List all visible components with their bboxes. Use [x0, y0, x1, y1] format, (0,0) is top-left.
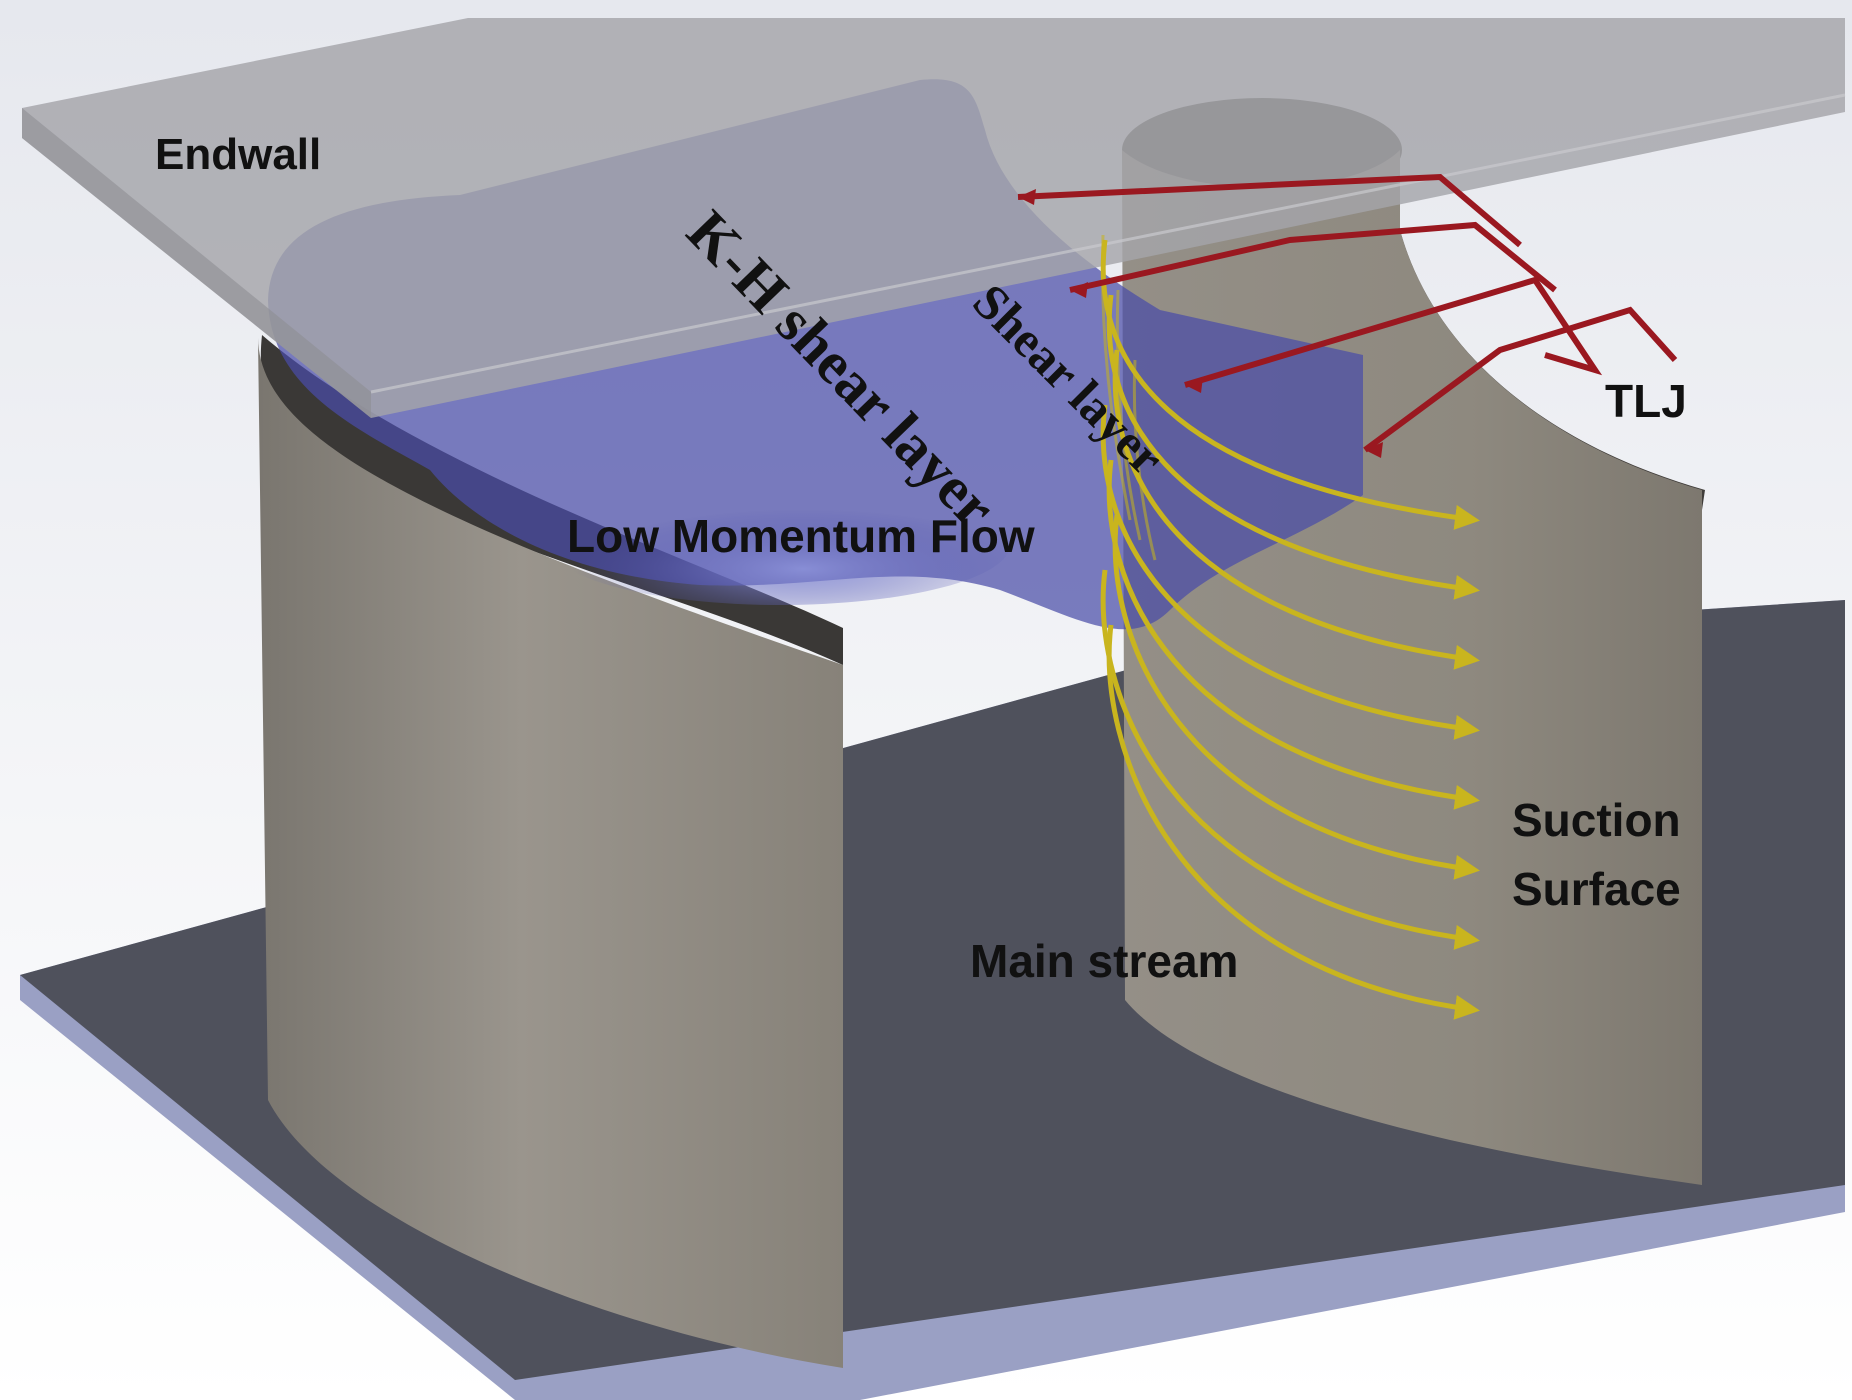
endwall-plate-edge	[22, 108, 371, 418]
tlj-arrowhead	[1185, 377, 1203, 393]
tlj-label: TLJ	[1605, 375, 1687, 427]
main-stream-arrow	[1112, 514, 1480, 880]
endwall-label: Endwall	[155, 130, 322, 179]
tlj-arrowhead	[1018, 189, 1036, 205]
endwall-plate-rim	[370, 93, 1846, 394]
tlj-arrow	[1184, 276, 1603, 388]
main-stream-arrow	[1106, 624, 1480, 1020]
suction-surface-label-line2: Surface	[1512, 863, 1681, 915]
main-stream-arrow	[1100, 239, 1480, 530]
main-stream-arrow	[1106, 294, 1480, 600]
main-stream-arrows	[1100, 239, 1480, 1020]
low-momentum-flow-highlight	[550, 485, 1010, 605]
main-stream-arrow	[1100, 569, 1480, 950]
suction-surface-label-line1: Suction	[1512, 794, 1681, 846]
tip-leakage-jet-arrows	[1017, 173, 1678, 458]
main-stream-arrow	[1112, 349, 1480, 670]
endwall-plate	[22, 18, 1845, 418]
tlj-arrowhead	[1365, 442, 1383, 458]
tlj-arrowhead	[1070, 282, 1088, 298]
tlj-arrow	[1069, 221, 1557, 293]
left-blade-pressure-surface	[258, 338, 843, 1368]
main-stream-arrow	[1106, 459, 1480, 810]
low-momentum-flow-label: Low Momentum Flow	[567, 510, 1035, 562]
tlj-arrow	[1363, 306, 1678, 453]
tlj-arrow	[1017, 173, 1522, 248]
main-stream-label: Main stream	[970, 935, 1239, 987]
main-stream-arrow	[1100, 404, 1480, 740]
